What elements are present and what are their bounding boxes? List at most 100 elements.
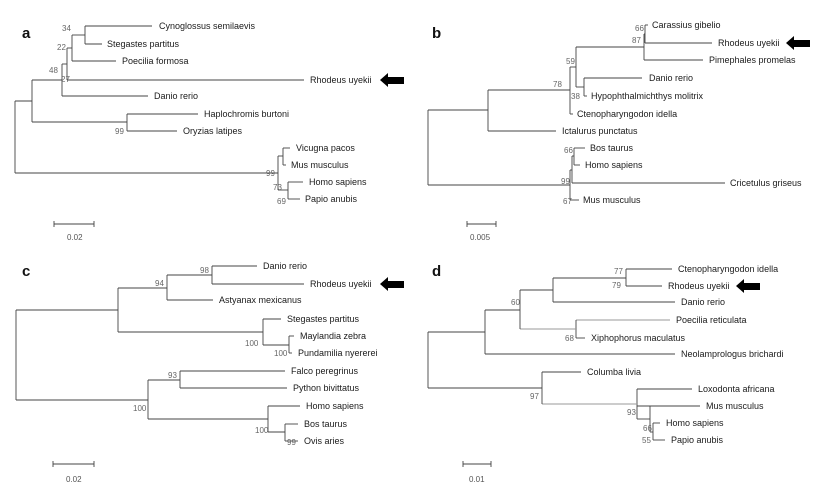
scale-bar: 0.005 xyxy=(466,221,497,242)
taxon-label: Papio anubis xyxy=(305,194,358,204)
bootstrap-value: 66 xyxy=(564,146,573,155)
taxon-label: Homo sapiens xyxy=(306,401,364,411)
taxon-label: Mus musculus xyxy=(583,195,641,205)
bootstrap-value: 87 xyxy=(632,36,641,45)
panel-a: a xyxy=(14,21,404,242)
scale-bar-label: 0.005 xyxy=(470,233,491,242)
tree-a-branches xyxy=(14,25,304,200)
taxon-label: Carassius gibelio xyxy=(652,20,721,30)
bootstrap-value: 27 xyxy=(61,75,70,84)
scale-bar: 0.02 xyxy=(53,221,95,242)
taxon-label: Bos taurus xyxy=(590,143,634,153)
taxon-label: Poecilia formosa xyxy=(122,56,189,66)
arrow-left-icon xyxy=(786,36,810,50)
taxon-label: Danio rerio xyxy=(263,261,307,271)
bootstrap-value: 22 xyxy=(57,43,66,52)
scale-bar-label: 0.02 xyxy=(66,475,82,484)
panel-label-b: b xyxy=(432,25,441,42)
bootstrap-value: 68 xyxy=(565,334,574,343)
taxon-label: Falco peregrinus xyxy=(291,366,359,376)
bootstrap-value: 60 xyxy=(511,298,520,307)
bootstrap-value: 93 xyxy=(168,371,177,380)
taxon-label: Neolamprologus brichardi xyxy=(681,349,784,359)
taxon-label: Astyanax mexicanus xyxy=(219,295,302,305)
taxon-label: Maylandia zebra xyxy=(300,331,366,341)
taxon-label: Columba livia xyxy=(587,367,641,377)
bootstrap-value: 100 xyxy=(274,349,288,358)
bootstrap-value: 100 xyxy=(133,404,147,413)
taxon-label: Cynoglossus semilaevis xyxy=(159,21,256,31)
scale-bar: 0.02 xyxy=(52,461,95,484)
taxon-label: Cricetulus griseus xyxy=(730,178,802,188)
taxon-label: Python bivittatus xyxy=(293,383,360,393)
bootstrap-value: 66 xyxy=(635,24,644,33)
taxon-label: Haplochromis burtoni xyxy=(204,109,289,119)
bootstrap-value: 79 xyxy=(612,281,621,290)
panel-label-a: a xyxy=(22,25,31,42)
tree-c-branches xyxy=(15,265,304,442)
scale-bar-label: 0.01 xyxy=(469,475,485,484)
taxon-label: Hypophthalmichthys molitrix xyxy=(591,91,704,101)
panel-label-d: d xyxy=(432,263,441,280)
taxon-label: Ctenopharyngodon idella xyxy=(577,109,677,119)
panel-c: c xyxy=(15,261,404,484)
taxon-label: Rhodeus uyekii xyxy=(718,38,780,48)
scale-bar-label: 0.02 xyxy=(67,233,83,242)
taxon-label: Loxodonta africana xyxy=(698,384,775,394)
taxon-label: Danio rerio xyxy=(649,73,693,83)
bootstrap-value: 93 xyxy=(627,408,636,417)
arrow-left-icon xyxy=(380,73,404,87)
taxon-label: Pundamilia nyererei xyxy=(298,348,378,358)
taxon-label: Homo sapiens xyxy=(309,177,367,187)
taxon-label: Xiphophorus maculatus xyxy=(591,333,686,343)
taxon-label: Ovis aries xyxy=(304,436,345,446)
bootstrap-value: 100 xyxy=(245,339,259,348)
bootstrap-value: 94 xyxy=(155,279,164,288)
taxon-label: Rhodeus uyekii xyxy=(310,75,372,85)
taxon-label: Danio rerio xyxy=(681,297,725,307)
taxon-label: Pimephales promelas xyxy=(709,55,796,65)
bootstrap-value: 66 xyxy=(643,424,652,433)
scale-bar: 0.01 xyxy=(462,461,492,484)
bootstrap-value: 97 xyxy=(530,392,539,401)
taxon-label: Poecilia reticulata xyxy=(676,315,747,325)
bootstrap-value: 73 xyxy=(273,183,282,192)
taxon-label: Oryzias latipes xyxy=(183,126,243,136)
bootstrap-value: 55 xyxy=(642,436,651,445)
taxon-label: Homo sapiens xyxy=(585,160,643,170)
taxon-label: Ictalurus punctatus xyxy=(562,126,638,136)
bootstrap-value: 100 xyxy=(255,426,269,435)
panel-d: d xyxy=(427,263,784,484)
bootstrap-value: 78 xyxy=(553,80,562,89)
bootstrap-value: 59 xyxy=(566,57,575,66)
bootstrap-value: 99 xyxy=(115,127,124,136)
taxon-label: Vicugna pacos xyxy=(296,143,355,153)
bootstrap-value: 77 xyxy=(614,267,623,276)
taxon-label: Rhodeus uyekii xyxy=(668,281,730,291)
taxon-label: Stegastes partitus xyxy=(287,314,360,324)
bootstrap-value: 38 xyxy=(571,92,580,101)
tree-d-branches xyxy=(427,268,700,441)
bootstrap-value: 48 xyxy=(49,66,58,75)
taxon-label: Danio rerio xyxy=(154,91,198,101)
bootstrap-value: 98 xyxy=(200,266,209,275)
taxon-label: Mus musculus xyxy=(706,401,764,411)
bootstrap-value: 34 xyxy=(62,24,71,33)
panel-b: b xyxy=(427,20,810,242)
taxon-label: Rhodeus uyekii xyxy=(310,279,372,289)
bootstrap-value: 69 xyxy=(277,197,286,206)
bootstrap-value: 99 xyxy=(287,438,296,447)
bootstrap-value: 99 xyxy=(266,169,275,178)
arrow-left-icon xyxy=(736,279,760,293)
bootstrap-value: 99 xyxy=(561,177,570,186)
taxon-label: Papio anubis xyxy=(671,435,724,445)
taxon-label: Bos taurus xyxy=(304,419,348,429)
taxon-label: Ctenopharyngodon idella xyxy=(678,264,778,274)
taxon-label: Homo sapiens xyxy=(666,418,724,428)
taxon-label: Stegastes partitus xyxy=(107,39,180,49)
tree-b-branches xyxy=(427,24,725,201)
panel-label-c: c xyxy=(22,263,30,280)
bootstrap-value: 67 xyxy=(563,197,572,206)
taxon-label: Mus musculus xyxy=(291,160,349,170)
